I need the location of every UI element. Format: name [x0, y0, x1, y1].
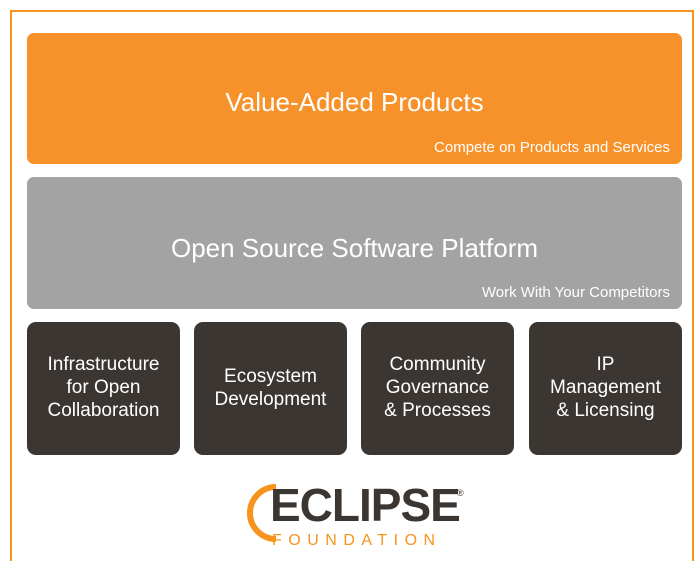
pillar-ecosystem: Ecosystem Development — [194, 322, 347, 455]
pillar-infrastructure: Infrastructure for Open Collaboration — [27, 322, 180, 455]
eclipse-foundation-logo: ECLIPSE ® FOUNDATION — [0, 478, 700, 553]
open-source-platform-title: Open Source Software Platform — [170, 233, 539, 263]
open-source-platform-subtitle: Work With Your Competitors — [481, 284, 670, 301]
value-added-products-layer: Value-Added Products Compete on Products… — [27, 33, 682, 164]
pillars-row: Infrastructure for Open Collaboration Ec… — [27, 322, 683, 455]
diagram-frame — [10, 10, 694, 561]
open-source-platform-layer: Open Source Software Platform Work With … — [27, 177, 682, 309]
value-added-products-title: Value-Added Products — [225, 87, 484, 117]
eclipse-arc-icon — [247, 484, 277, 542]
registered-mark: ® — [457, 488, 464, 498]
pillar-governance: Community Governance & Processes — [361, 322, 514, 455]
pillar-ip-management: IP Management & Licensing — [529, 322, 682, 455]
value-added-products-subtitle: Compete on Products and Services — [434, 139, 670, 156]
foundation-wordmark: FOUNDATION — [272, 532, 442, 549]
eclipse-wordmark: ECLIPSE — [270, 479, 461, 531]
